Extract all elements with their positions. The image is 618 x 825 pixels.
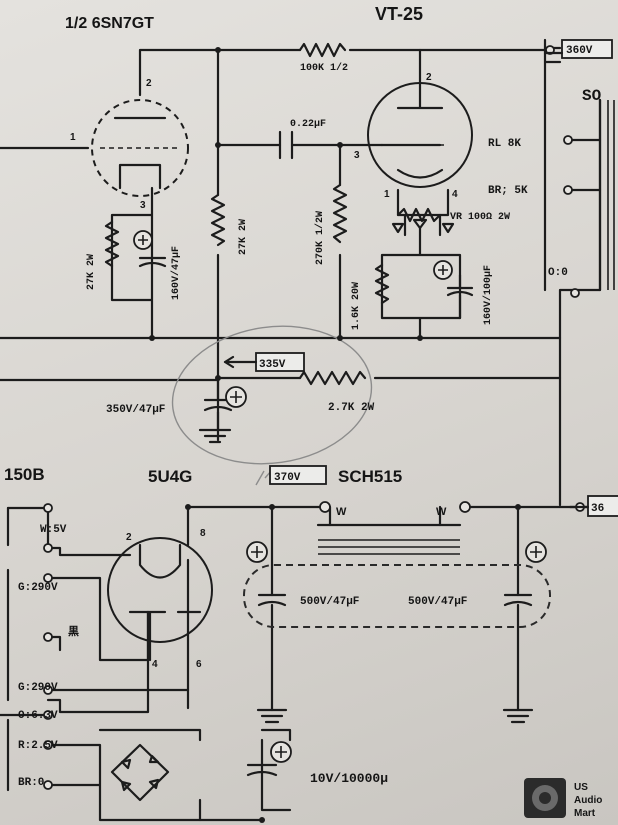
- labels: 1/2 6SN7GT VT-25 100K 1/2 0.22μF RL 8K B…: [4, 4, 604, 819]
- pencil-mark-circle: [171, 325, 373, 465]
- label-160v-100uf: 160V/100μF: [482, 265, 494, 325]
- label-br-5k: BR; 5K: [488, 185, 528, 197]
- pin-3-6sn7: 3: [140, 200, 146, 211]
- pin-2-vt25: 2: [426, 72, 432, 83]
- pin-2-5u4g: 2: [126, 532, 132, 543]
- label-335v: 335V: [259, 359, 286, 371]
- watermark-logo-text: US: [574, 782, 588, 793]
- voltage-box-top: [561, 39, 613, 59]
- voltage-box-370v: [269, 465, 327, 485]
- label-1-6k-20w: 1.6K 20W: [351, 282, 362, 330]
- label-w-right: W: [436, 506, 447, 518]
- label-370v: 370V: [274, 472, 301, 484]
- capacitor-0-22uf: [278, 130, 294, 160]
- label-100k: 100K 1/2: [300, 62, 348, 74]
- capacitor-160v-100uf: [433, 260, 474, 320]
- pin-1-vt25: 1: [384, 189, 390, 200]
- watermark-logo-text-3: Mart: [574, 808, 596, 819]
- capacitor-500v-47uf-right: [503, 541, 547, 607]
- potentiometer-vr-100-ohm: [391, 207, 455, 234]
- capacitor-500v-47uf-left: [246, 541, 287, 607]
- pin-6-5u4g: 6: [196, 659, 202, 670]
- label-27k-2w-plate: 27K 2W: [238, 219, 249, 255]
- capacitor-350v-47uf: [203, 386, 247, 412]
- label-27k-2w-cathode: 27K 2W: [86, 254, 97, 290]
- label-box-right: 36: [591, 503, 604, 515]
- arrow-335v: [223, 355, 258, 369]
- pin-2-6sn7: 2: [146, 78, 152, 89]
- watermark-logo-text-2: Audio: [574, 795, 602, 806]
- label-500v-47uf-right: 500V/47μF: [408, 596, 467, 608]
- label-br-0: BR:0: [18, 777, 44, 789]
- label-w-5v: W:5V: [40, 524, 67, 536]
- label-150b: 150B: [4, 465, 45, 484]
- capacitor-10v-10000uf: [246, 741, 292, 777]
- capacitor-160v-47uf: [133, 230, 167, 268]
- resistor-270k-half-watt: [332, 183, 348, 244]
- bridge-rectifier: [110, 743, 170, 802]
- pin-3-vt25: 3: [354, 150, 360, 161]
- label-w-left: W: [336, 506, 347, 518]
- label-6sn7gt: 1/2 6SN7GT: [65, 15, 154, 32]
- label-g-290v-a: G:290V: [18, 582, 58, 594]
- pin-4-5u4g: 4: [152, 659, 158, 670]
- label-500v-47uf-left: 500V/47μF: [300, 596, 359, 608]
- junction-dots: [149, 47, 521, 823]
- label-270k: 270K 1/2W: [314, 211, 326, 265]
- label-160v-47uf: 160V/47μF: [170, 246, 182, 300]
- label-r-2-5v: R:2.5V: [18, 740, 58, 752]
- label-rl-8k: RL 8K: [488, 138, 521, 150]
- label-vt25: VT-25: [375, 4, 423, 24]
- terminals: [43, 45, 585, 790]
- pin-4-vt25: 4: [452, 189, 458, 200]
- wiring: [0, 38, 602, 822]
- tube-6sn7gt: [91, 99, 189, 197]
- output-transformer: [598, 98, 615, 292]
- label-o-6-3v: O:6.3V: [18, 710, 58, 722]
- label-g-290v-b: G:290V: [18, 682, 58, 694]
- resistor-2-7k-2w: [298, 370, 367, 386]
- resistor-27k-2w-cathode: [104, 220, 120, 268]
- resistor-1-6k-20w: [374, 263, 390, 305]
- label-5u4g: 5U4G: [148, 467, 192, 486]
- label-0-22uf: 0.22μF: [290, 119, 326, 130]
- us-audio-mart-logo: [524, 778, 566, 818]
- label-2-7k-2w: 2.7K 2W: [328, 402, 375, 414]
- label-sch515: SCH515: [338, 467, 402, 486]
- label-so: SO: [582, 87, 602, 105]
- resistor-100k-half-watt: [298, 42, 347, 58]
- pin-1-6sn7: 1: [70, 132, 76, 143]
- label-kuro: 黒: [68, 625, 79, 638]
- filter-cap-enclosure: [243, 564, 551, 628]
- label-10v-10000: 10V/10000μ: [310, 771, 388, 786]
- label-vr-100: VR 100Ω 2W: [450, 212, 510, 223]
- resistor-27k-2w-plate: [210, 193, 226, 247]
- label-350v-47uf: 350V/47μF: [106, 404, 165, 416]
- tube-5u4g: [107, 537, 213, 662]
- label-oo: O:0: [548, 267, 568, 279]
- label-box-top: 360V: [566, 45, 593, 57]
- tube-vt25: [367, 48, 473, 188]
- pin-8-5u4g: 8: [200, 528, 206, 539]
